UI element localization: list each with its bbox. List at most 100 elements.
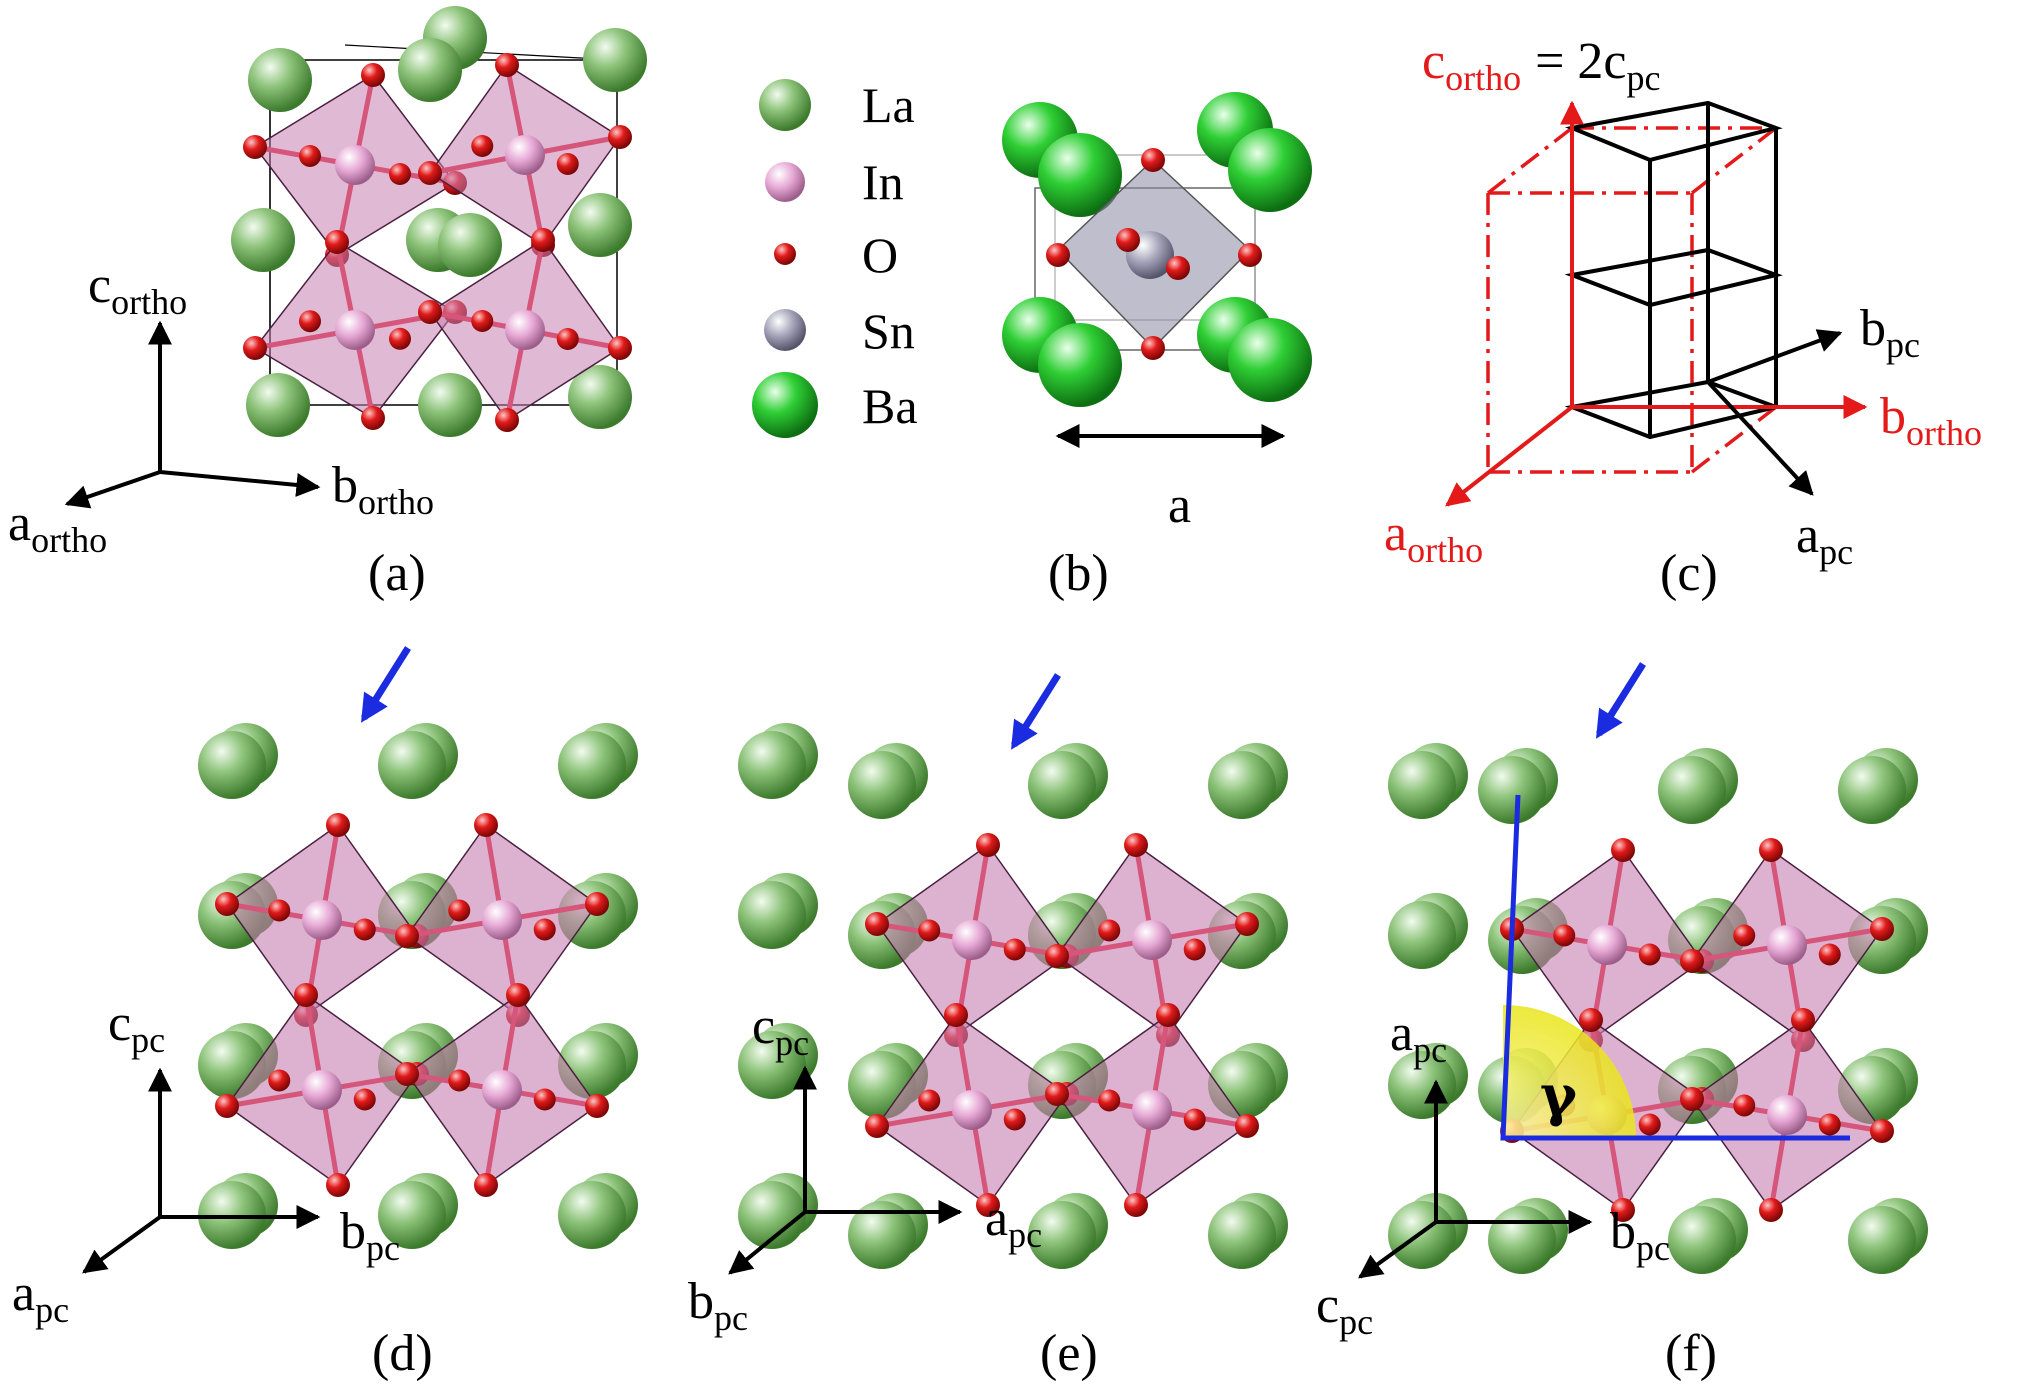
axis-label-a-ortho: aortho (8, 495, 107, 560)
inO6-octahedron (215, 983, 429, 1197)
o-atom (418, 161, 442, 185)
la-atom (848, 751, 916, 819)
la-atom (1388, 901, 1456, 969)
o-atom (531, 228, 555, 252)
la-atom (1838, 756, 1906, 824)
o-atom (976, 1193, 1000, 1217)
la-atom (1388, 751, 1456, 819)
o-atom (1611, 838, 1635, 862)
o-atom (395, 924, 419, 948)
o-atom (1238, 243, 1262, 267)
blue-arrow-f (1596, 662, 1646, 739)
o-atom (326, 813, 350, 837)
caption-f: (f) (1665, 1325, 1717, 1382)
ba-atom (1228, 128, 1312, 212)
la-atom (378, 1181, 446, 1249)
ba-atom (1228, 318, 1312, 402)
o-atom (268, 899, 291, 922)
o-atom (1141, 148, 1165, 172)
o-atom (1156, 1003, 1180, 1027)
la-atom (568, 365, 632, 429)
la-atom (398, 38, 462, 102)
o-atom (361, 63, 385, 87)
in-atom (335, 145, 375, 185)
axis-label-f-diag: cpc (1316, 1277, 1373, 1342)
axis-label-e-diag: bpc (688, 1273, 748, 1338)
la-atom (1028, 751, 1096, 819)
caption-d: (d) (372, 1325, 433, 1382)
o-atom (976, 833, 1000, 857)
in-atom (1587, 925, 1627, 965)
o-atom (243, 135, 267, 159)
o-atom (389, 327, 411, 350)
panel-d-structure (198, 723, 818, 1249)
o-atom (1235, 912, 1259, 936)
legend-o-sphere (774, 243, 796, 265)
o-atom (395, 1062, 419, 1086)
o-atom (418, 300, 442, 324)
o-atom (326, 1173, 350, 1197)
in-atom (302, 1070, 342, 1110)
o-atom (1183, 1108, 1206, 1131)
ba-atom (1038, 323, 1122, 407)
ba-atom (1038, 133, 1122, 217)
in-atom (335, 310, 375, 350)
legend-la-sphere (759, 79, 811, 131)
la-atom (1208, 751, 1276, 819)
o-atom (243, 336, 267, 360)
o-atom (533, 1088, 556, 1111)
legend-in-sphere (765, 162, 805, 202)
legend-ba-label: Ba (862, 378, 918, 434)
o-atom (1759, 838, 1783, 862)
in-atom (302, 900, 342, 940)
caption-e: (e) (1040, 1325, 1098, 1382)
axis-label-f-up: apc (1390, 1005, 1447, 1070)
o-atom (608, 125, 632, 149)
o-atom (495, 53, 519, 77)
la-atom (583, 28, 647, 92)
o-atom (533, 918, 556, 941)
la-atom (1208, 1201, 1276, 1269)
la-atom (231, 208, 295, 272)
blue-arrow-e (1011, 673, 1061, 750)
o-atom (506, 983, 530, 1007)
o-atom (1046, 243, 1070, 267)
la-atom (1488, 1206, 1556, 1274)
o-atom (361, 406, 385, 430)
element-legend: La In O Sn Ba (752, 77, 918, 438)
la-atom (558, 731, 626, 799)
lattice-parameter-label: a (1168, 477, 1191, 534)
o-atom (1003, 1108, 1026, 1131)
o-atom (1183, 938, 1206, 961)
o-atom (1638, 1113, 1661, 1136)
o-atom (1045, 1082, 1069, 1106)
la-atom (1658, 756, 1726, 824)
la-atom (738, 1181, 806, 1249)
o-atom (1818, 1113, 1841, 1136)
o-atom (1680, 1087, 1704, 1111)
inO6-octahedron (395, 813, 609, 1027)
axis-label-d-diag: apc (12, 1265, 69, 1330)
la-atom (558, 1181, 626, 1249)
a-ortho-label-c: aortho (1384, 505, 1483, 570)
o-atom (1870, 917, 1894, 941)
o-atom (608, 336, 632, 360)
o-atom (448, 899, 471, 922)
in-atom (1132, 1090, 1172, 1130)
in-atom (482, 1070, 522, 1110)
o-atom (474, 1173, 498, 1197)
o-atom (389, 163, 411, 185)
inO6-octahedron (1045, 833, 1259, 1047)
la-atom (378, 731, 446, 799)
la-atom (1848, 1206, 1916, 1274)
o-atom (556, 153, 579, 175)
in-atom (505, 310, 545, 350)
caption-a: (a) (368, 545, 426, 602)
o-atom (1235, 1114, 1259, 1138)
o-atom (1680, 949, 1704, 973)
axis-label-e-up: cpc (752, 998, 809, 1063)
la-atom (1388, 1201, 1456, 1269)
o-atom (1141, 336, 1165, 360)
o-atom (1791, 1008, 1815, 1032)
